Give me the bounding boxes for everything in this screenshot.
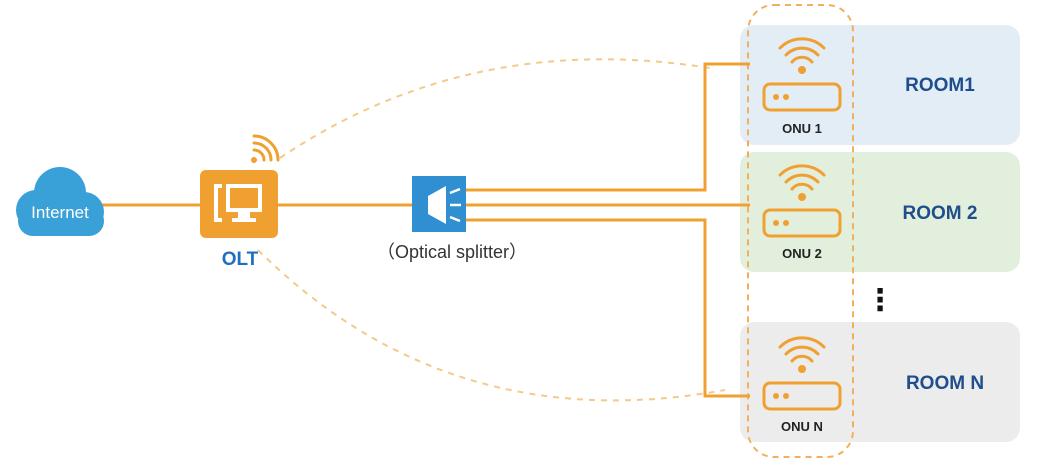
room-1-label: ROOM1 [905,75,975,96]
wireless-arc-bottom [257,249,726,402]
onu-1-label: ONU 1 [782,121,822,136]
cloud-icon [16,167,104,236]
onu-1-router-icon [762,82,842,112]
onu-1-wifi-icon [778,37,826,74]
room-1-panel [740,25,1020,145]
onu-n-label: ONU N [781,419,823,434]
room-n-panel [740,322,1020,442]
onu-2-router-icon [762,208,842,238]
onu-group-outline [747,4,854,458]
olt-wifi-icon [251,134,280,163]
splitter-label: （Optical splitter） [377,242,527,262]
more-rooms-ellipsis: ⋮ [865,284,895,317]
room-2-panel [740,152,1020,272]
internet-label: Internet [31,203,89,222]
onu-n-wifi-icon [778,336,826,373]
fiber-lines [100,62,750,398]
wireless-arc-top [279,58,711,159]
olt-device-icon [200,170,278,238]
onu-n-router-icon [762,381,842,411]
room-n-label: ROOM N [906,373,984,394]
onu-2-wifi-icon [778,164,826,201]
onu-2-label: ONU 2 [782,246,822,261]
olt-label: OLT [222,249,259,270]
optical-splitter-icon [412,176,466,232]
room-2-label: ROOM 2 [903,203,978,224]
